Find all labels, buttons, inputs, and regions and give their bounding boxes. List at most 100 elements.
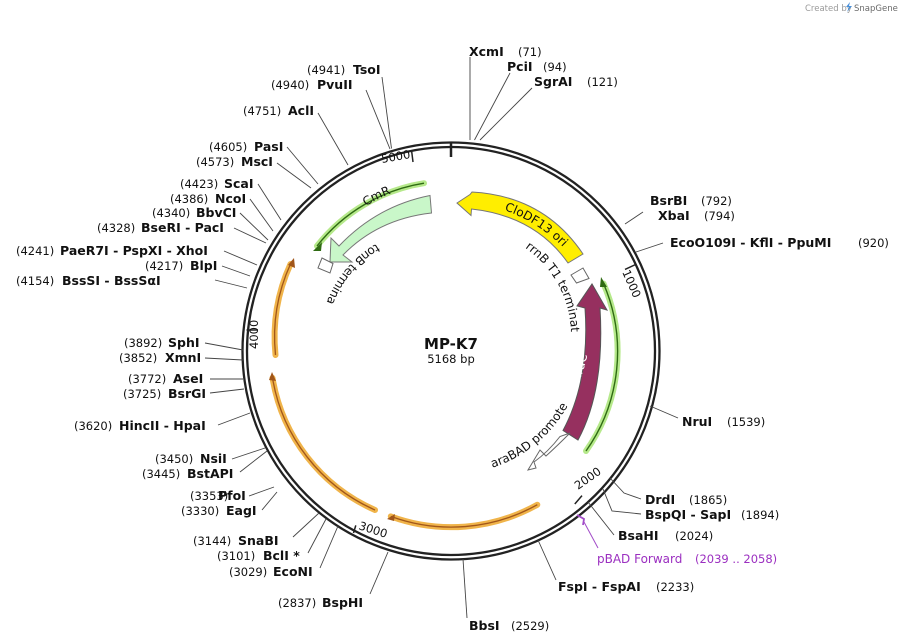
leader-bspqi (602, 488, 642, 515)
leader-bsahi (587, 501, 615, 536)
site-xbai[interactable]: XbaI(794) (658, 208, 735, 223)
site-name-xcmi: XcmI (469, 44, 504, 59)
site-pos-bspqi: (1894) (741, 508, 779, 522)
site-bspqi[interactable]: BspQI - SapI (1894) (645, 507, 779, 522)
site-bbvci[interactable]: (4340)BbvCI (152, 205, 236, 220)
site-sgrai[interactable]: SgrAI (121) (534, 74, 618, 89)
primer-pbad-forward[interactable]: pBAD Forward (2039 .. 2058) (576, 514, 777, 566)
feature-labels: CmR CloDF13 ori araC rrnB T1 terminator … (0, 0, 590, 471)
site-eagi[interactable]: (3330) EagI (181, 503, 257, 518)
site-paer7i[interactable]: (4241)PaeR7I - PspXI - XhoI (16, 243, 208, 258)
site-pos-bbvci: (4340) (152, 206, 190, 220)
site-bcli[interactable]: (3101)BclI * (217, 548, 300, 563)
snapgene-logo-icon (846, 2, 852, 12)
leader-tsoi (381, 76, 392, 149)
orf-left-arc (269, 375, 378, 513)
site-snabi[interactable]: (3144)SnaBI (193, 533, 279, 548)
site-scai[interactable]: (4423)ScaI (180, 176, 254, 191)
site-name-paer7i: PaeR7I - PspXI - XhoI (60, 243, 208, 258)
site-pasi[interactable]: (4605)PasI (209, 139, 283, 154)
site-bstapi[interactable]: (3445)BstAPI (142, 466, 233, 481)
site-pos-drdi: (1865) (689, 493, 727, 507)
site-xmni[interactable]: (3852)XmnI (119, 350, 201, 365)
site-pos-eco0109i: (920) (858, 236, 889, 250)
plasmid-backbone (241, 141, 661, 561)
leader-bsssi (214, 279, 248, 289)
site-bseri[interactable]: (4328) BseRI - PacI (97, 220, 224, 235)
site-pos-econi: (3029) (229, 565, 267, 579)
site-tsoi[interactable]: (4941)TsoI (307, 62, 381, 77)
site-bsrbi[interactable]: BsrBI(792) (650, 193, 732, 208)
arabad-promoter-arrow (526, 432, 571, 471)
site-pos-xmni: (3852) (119, 351, 157, 365)
site-sphi[interactable]: (3892)SphI (124, 335, 200, 350)
plasmid-name: MP-K7 (424, 335, 478, 353)
site-bsphi[interactable]: (2837)BspHI (278, 595, 363, 610)
site-leader-lines (204, 57, 679, 619)
tick-label-5000: 5000 (380, 147, 411, 166)
leader-eco0109i (635, 242, 664, 253)
site-blpi[interactable]: (4217)BlpI (145, 258, 217, 273)
site-bsahi[interactable]: BsaHI(2024) (618, 528, 713, 543)
site-name-eco0109i: EcoO109I - KflI - PpuMI (670, 235, 831, 250)
leader-fspi (537, 539, 557, 581)
tick-5000 (410, 149, 414, 163)
site-pos-nrui: (1539) (727, 415, 765, 429)
site-pos-xcmi: (71) (518, 45, 542, 59)
leader-nsii (231, 447, 266, 460)
orf-upper-left-arc-core (273, 263, 292, 356)
orf-arcs (269, 258, 541, 531)
arac-outer-arc-core (585, 283, 619, 452)
site-pos-scai: (4423) (180, 177, 218, 191)
site-eco0109i[interactable]: EcoO109I - KflI - PpuMI (920) (670, 235, 889, 250)
site-nrui[interactable]: NruI(1539) (682, 414, 765, 429)
site-fspi[interactable]: FspI - FspAI(2233) (558, 579, 694, 594)
site-name-nsii: NsiI (200, 451, 227, 466)
site-bsssi[interactable]: (4154)BssSI - BssSαI (16, 273, 161, 288)
site-name-bspqi: BspQI - SapI (645, 507, 731, 522)
site-msci[interactable]: (4573)MscI (196, 154, 273, 169)
site-name-pcii: PciI (507, 59, 533, 74)
orf-bottom-arrowhead (387, 514, 395, 521)
site-bsrgi[interactable]: (3725)BsrGI (123, 386, 206, 401)
site-pos-pfoi: (3353) (190, 489, 228, 503)
leader-sgrai (479, 87, 533, 141)
site-pos-sgrai: (121) (587, 75, 618, 89)
site-econi[interactable]: (3029)EcoNI (229, 564, 313, 579)
site-drdi[interactable]: DrdI(1865) (645, 492, 727, 507)
site-pos-acli: (4751) (243, 104, 281, 118)
arac-arrow (562, 283, 609, 441)
site-name-acli: AclI (288, 103, 314, 118)
site-name-fspi: FspI - FspAI (558, 579, 641, 594)
site-name-bseri: BseRI - PacI (141, 220, 224, 235)
snapgene-credit: Created by SnapGene (805, 2, 898, 14)
site-name-blpi: BlpI (190, 258, 217, 273)
site-name-eagi: EagI (226, 503, 257, 518)
site-pos-hincii: (3620) (74, 419, 112, 433)
site-asei[interactable]: (3772)AseI (128, 371, 203, 386)
tick-2000 (574, 495, 583, 505)
primer-name: pBAD Forward (597, 552, 682, 566)
site-pcii[interactable]: PciI(94) (507, 59, 567, 74)
leader-acli (317, 112, 349, 166)
site-pos-bbsi: (2529) (511, 619, 549, 633)
site-bbsi[interactable]: BbsI(2529) (469, 618, 549, 633)
site-xcmi[interactable]: XcmI (71) (469, 44, 542, 59)
site-pos-eagi: (3330) (181, 504, 219, 518)
leader-bbvci (239, 212, 269, 241)
site-nsii[interactable]: (3450)NsiI (155, 451, 227, 466)
site-pos-bseri: (4328) (97, 221, 135, 235)
site-hincii[interactable]: (3620) HincII - HpaI (74, 418, 206, 433)
site-name-sgrai: SgrAI (534, 74, 572, 89)
site-pvuii[interactable]: (4940)PvuII (271, 77, 353, 92)
site-name-hincii: HincII - HpaI (119, 418, 206, 433)
site-ncoi[interactable]: (4386)NcoI (170, 191, 246, 206)
site-pfoi[interactable]: (3353)PfoI (190, 488, 246, 503)
plasmid-length: 5168 bp (427, 352, 475, 366)
leader-blpi (221, 265, 251, 277)
site-name-snabi: SnaBI (238, 533, 279, 548)
site-pos-pasi: (4605) (209, 140, 247, 154)
site-acli[interactable]: (4751) AclI (243, 103, 314, 118)
